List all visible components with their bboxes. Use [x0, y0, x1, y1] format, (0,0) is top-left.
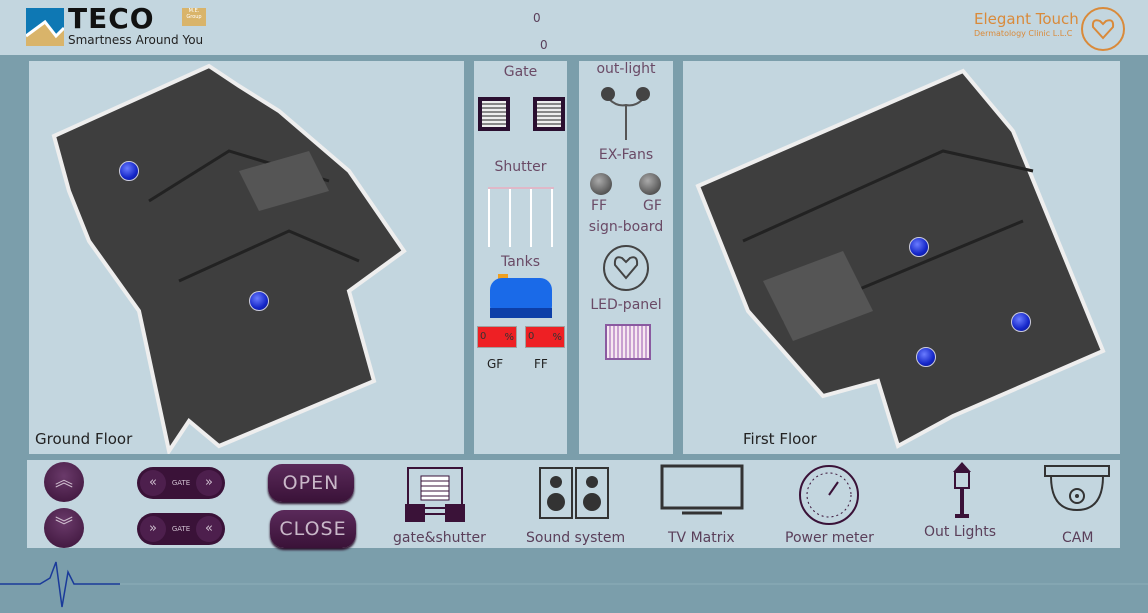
teco-tagline: Smartness Around You [68, 33, 204, 47]
clinic-sub: Dermatology Clinic L.L.C [974, 29, 1073, 38]
cam-button[interactable]: CAM [1037, 464, 1117, 548]
out-lights-button[interactable]: Out Lights [917, 460, 1007, 544]
fan-gf-icon[interactable] [639, 173, 661, 195]
water-tank-icon [490, 274, 552, 318]
gate-left-icon[interactable] [478, 97, 510, 131]
first-floor-plan [695, 68, 1106, 449]
teco-brand: TECO [68, 2, 155, 35]
camera-icon [1044, 465, 1110, 512]
first-floor-sensor-1[interactable] [909, 237, 929, 257]
fan-ff-icon[interactable] [590, 173, 612, 195]
heartbeat-decoration [0, 561, 1148, 608]
first-floor-sensor-3[interactable] [916, 347, 936, 367]
shutter-icon[interactable] [488, 187, 554, 247]
counter-2: 0 [540, 38, 548, 52]
ex-fans-label: EX-Fans [598, 147, 654, 163]
tank-ff-value: 0 [528, 331, 535, 342]
power-meter-label: Power meter [785, 530, 874, 546]
fan-gf-label: GF [643, 198, 662, 214]
teco-logo: TECO M.E. Group Smartness Around You [26, 2, 206, 48]
sign-board-label: sign-board [588, 219, 664, 235]
sound-system-button[interactable]: Sound system [522, 464, 627, 548]
heart-leaf-icon [1081, 7, 1125, 51]
sign-board-icon[interactable] [601, 243, 651, 293]
power-meter-icon [799, 465, 859, 525]
ground-floor-sensor-1[interactable] [119, 161, 139, 181]
bottom-toolbar: ︽ ︾ «GATE» »GATE« OPEN CLOSE gate&shutte… [27, 460, 1120, 548]
street-lamp-icon[interactable] [597, 85, 655, 143]
tv-matrix-label: TV Matrix [668, 530, 735, 546]
first-floor-label: First Floor [743, 430, 817, 448]
scroll-up-button[interactable]: ︽ [44, 462, 84, 502]
tank-gf-level: 0% [477, 326, 517, 348]
clinic-name: Elegant Touch [974, 10, 1079, 28]
ground-floor-label: Ground Floor [35, 430, 133, 448]
clinic-logo: Elegant Touch Dermatology Clinic L.L.C [970, 6, 1135, 52]
out-lights-label: Out Lights [924, 524, 997, 540]
tank-ff-level: 0% [525, 326, 565, 348]
gate-shutter-icon [405, 467, 465, 522]
tank-gf-label: GF [487, 357, 504, 371]
out-light-label: out-light [596, 61, 656, 77]
tv-matrix-button[interactable]: TV Matrix [657, 464, 757, 548]
gate-label: Gate [503, 64, 538, 80]
tank-gf-value: 0 [480, 331, 487, 342]
cam-label: CAM [1062, 530, 1094, 546]
open-button[interactable]: OPEN [268, 464, 354, 502]
close-button[interactable]: CLOSE [270, 510, 356, 548]
power-meter-button[interactable]: Power meter [782, 464, 882, 548]
counter-1: 0 [533, 11, 541, 25]
fan-ff-label: FF [591, 198, 608, 214]
speakers-icon [539, 467, 609, 519]
lights-panel: out-light EX-Fans FF GF sign-board LED-p… [579, 61, 673, 454]
gate-text: GATE [171, 525, 191, 533]
sound-system-label: Sound system [526, 530, 626, 546]
ground-floor-panel: Ground Floor [29, 61, 464, 454]
first-floor-panel: First Floor [683, 61, 1120, 454]
teco-group: M.E. Group [182, 8, 206, 26]
gate-close-slide-button[interactable]: »GATE« [137, 513, 225, 545]
teco-logo-icon [26, 8, 64, 46]
gate-open-slide-button[interactable]: «GATE» [137, 467, 225, 499]
first-floor-sensor-2[interactable] [1011, 312, 1031, 332]
percent-sign: % [504, 332, 514, 343]
ground-floor-sensor-2[interactable] [249, 291, 269, 311]
header: TECO M.E. Group Smartness Around You 0 0… [0, 0, 1148, 55]
tanks-label: Tanks [500, 254, 541, 270]
led-panel-icon[interactable] [605, 324, 651, 360]
gate-shutter-tanks-panel: Gate Shutter Tanks 0% 0% GF FF [474, 61, 567, 454]
gate-text: GATE [171, 479, 191, 487]
led-panel-label: LED-panel [590, 297, 662, 313]
percent-sign: % [552, 332, 562, 343]
gate-shutter-label: gate&shutter [393, 530, 486, 546]
gate-right-icon[interactable] [533, 97, 565, 131]
scroll-down-button[interactable]: ︾ [44, 508, 84, 548]
lantern-icon [953, 462, 971, 518]
gate-shutter-button[interactable]: gate&shutter [387, 466, 497, 546]
ground-floor-plan [51, 63, 407, 454]
tank-ff-label: FF [534, 357, 548, 371]
shutter-label: Shutter [494, 159, 547, 175]
tv-icon [660, 464, 744, 515]
